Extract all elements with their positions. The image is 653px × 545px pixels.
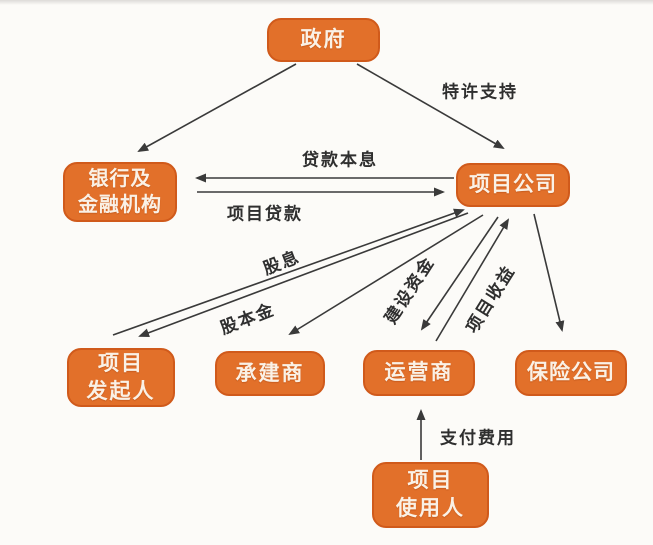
arrow-government-to-bank <box>137 63 297 152</box>
arrow-project-company-to-contractor <box>288 214 484 336</box>
node-user: 项目 使用人 <box>372 462 489 528</box>
arrow-government-to-project-company <box>356 63 505 149</box>
node-insurance: 保险公司 <box>515 350 627 396</box>
node-project-company: 项目公司 <box>456 163 570 207</box>
node-contractor: 承建商 <box>215 351 325 396</box>
arrow-project-company-to-operator <box>420 216 499 331</box>
arrow-project-company-to-sponsor <box>138 212 469 338</box>
edge-label-loan-principal-interest: 贷款本息 <box>302 150 378 170</box>
node-sponsor: 项目 发起人 <box>67 348 175 407</box>
edge-label-franchise-support: 特许支持 <box>442 82 518 102</box>
arrow-operator-to-project-company <box>435 218 510 342</box>
arrow-project-company-to-insurance <box>533 213 565 332</box>
edge-label-payment-fees: 支付费用 <box>440 428 516 448</box>
node-operator: 运营商 <box>363 350 475 396</box>
node-government: 政府 <box>267 18 380 62</box>
arrow-sponsor-to-project-company <box>112 208 465 336</box>
edge-label-project-loan: 项目贷款 <box>227 204 303 224</box>
node-bank: 银行及 金融机构 <box>63 162 177 222</box>
